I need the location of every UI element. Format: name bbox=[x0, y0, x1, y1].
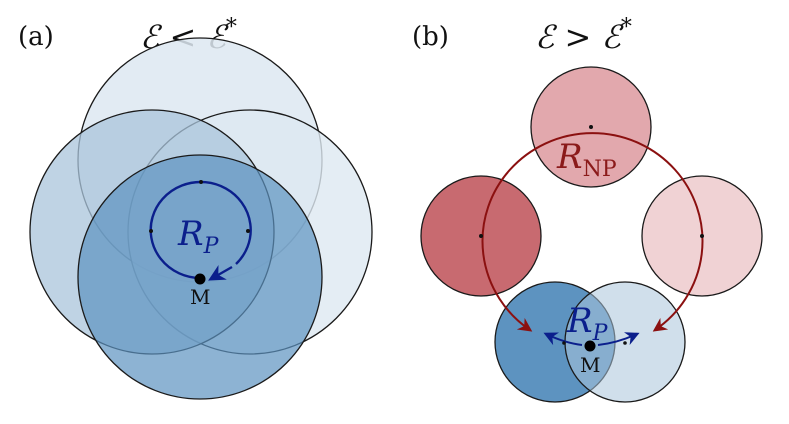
panel-b-rp-arc-left bbox=[543, 332, 583, 346]
panel-b-rp-arc-right bbox=[597, 332, 640, 346]
panel-a-rp-loop bbox=[149, 180, 252, 280]
panel-b-title: ℰ > ℰ* bbox=[535, 15, 632, 56]
panel-b-fixed-point-left bbox=[479, 234, 483, 238]
panel-a-label: (a) bbox=[18, 22, 54, 52]
panel-b-fixed-point-right bbox=[700, 234, 704, 238]
panel-a-rp-label: RP bbox=[177, 214, 220, 259]
panel-a-fixed-point-left bbox=[149, 229, 153, 233]
panel-a-rp-arrow bbox=[208, 265, 233, 281]
panel-b: (b) ℰ > ℰ* RNP RP M bbox=[412, 15, 763, 403]
panel-b-blue-point-left bbox=[562, 341, 566, 345]
panel-a-fixed-point-top bbox=[199, 180, 203, 184]
panel-a-point-m-label: M bbox=[190, 285, 210, 309]
panel-a-fixed-point-right bbox=[246, 229, 250, 233]
panel-b-fixed-point-top bbox=[589, 125, 593, 129]
panel-b-rnp-label: RNP bbox=[556, 137, 617, 182]
panel-a: (a) ℰ < ℰ* RP M bbox=[18, 15, 373, 400]
panel-a-point-m bbox=[194, 273, 206, 285]
panel-b-rp-label: RP bbox=[566, 301, 609, 346]
panel-b-rnp-arc bbox=[481, 132, 704, 332]
panel-b-label: (b) bbox=[412, 22, 449, 52]
panel-b-blue-point-right bbox=[623, 341, 627, 345]
panel-b-point-m bbox=[584, 340, 596, 352]
panel-b-point-m-label: M bbox=[580, 353, 600, 377]
